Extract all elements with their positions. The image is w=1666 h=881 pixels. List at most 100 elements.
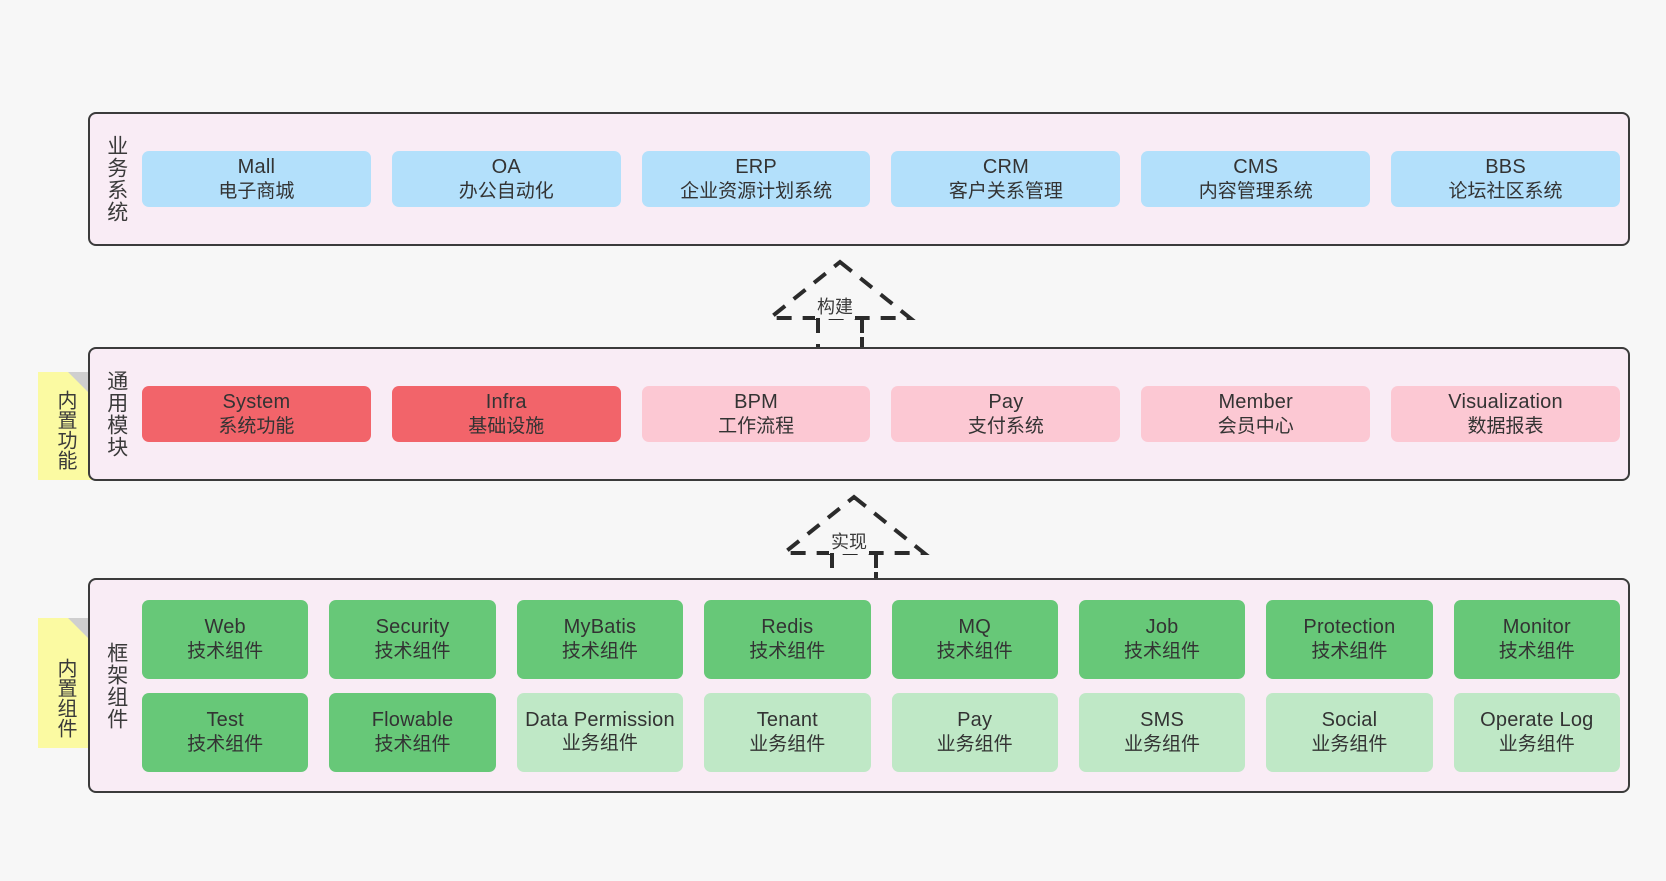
connector-label-implement: 实现: [829, 528, 869, 554]
layer-row: Test 技术组件 Flowable 技术组件 Data Permission …: [142, 692, 1620, 772]
node-system[interactable]: System 系统功能: [142, 386, 371, 442]
layer-common-modules: 通用模块 System 系统功能 Infra 基础设施 BPM 工作流程 Pay…: [88, 347, 1630, 481]
node-subtitle: 业务组件: [1311, 733, 1388, 755]
node-subtitle: 论坛社区系统: [1448, 180, 1563, 202]
node-data-permission[interactable]: Data Permission 业务组件: [516, 692, 684, 772]
node-pay[interactable]: Pay 支付系统: [891, 386, 1121, 442]
node-oa[interactable]: OA 办公自动化: [391, 151, 621, 207]
node-mall[interactable]: Mall 电子商城: [142, 151, 371, 207]
layer-framework-components: 框架组件 Web 技术组件 Security 技术组件 MyBatis 技术组件…: [88, 578, 1630, 793]
note-text: 内置组件: [54, 658, 76, 738]
node-subtitle: 业务组件: [561, 732, 638, 754]
layer-title-framework: 框架组件: [104, 641, 128, 730]
sticky-note-builtin-features: 内置功能: [38, 372, 92, 480]
node-mq[interactable]: MQ 技术组件: [891, 599, 1058, 679]
node-title: Mall: [237, 156, 276, 179]
layer-body-common: System 系统功能 Infra 基础设施 BPM 工作流程 Pay 支付系统…: [142, 349, 1628, 479]
node-title: Test: [206, 709, 244, 732]
node-infra[interactable]: Infra 基础设施: [391, 386, 621, 442]
node-mybatis[interactable]: MyBatis 技术组件: [516, 599, 684, 679]
node-protection[interactable]: Protection 技术组件: [1266, 599, 1433, 679]
node-subtitle: 技术组件: [187, 640, 264, 662]
node-subtitle: 技术组件: [374, 640, 451, 662]
connector-label-build: 构建: [815, 293, 855, 319]
node-operate-log[interactable]: Operate Log 业务组件: [1453, 692, 1620, 772]
node-title: CMS: [1233, 156, 1279, 179]
node-subtitle: 基础设施: [468, 415, 545, 437]
node-title: Redis: [761, 616, 814, 639]
node-title: MQ: [958, 616, 991, 639]
layer-row: Web 技术组件 Security 技术组件 MyBatis 技术组件 Redi…: [142, 599, 1620, 679]
node-subtitle: 数据报表: [1467, 415, 1544, 437]
node-subtitle: 企业资源计划系统: [680, 180, 833, 202]
node-title: System: [222, 391, 291, 414]
node-title: Pay: [988, 391, 1024, 414]
node-title: Social: [1321, 709, 1378, 732]
node-pay-business[interactable]: Pay 业务组件: [891, 692, 1058, 772]
node-subtitle: 业务组件: [1498, 733, 1575, 755]
layer-title-business: 业务系统: [104, 135, 128, 223]
node-title: BBS: [1485, 156, 1526, 179]
node-title: Flowable: [371, 709, 454, 732]
node-subtitle: 技术组件: [1498, 640, 1575, 662]
node-security[interactable]: Security 技术组件: [329, 599, 496, 679]
node-erp[interactable]: ERP 企业资源计划系统: [641, 151, 871, 207]
node-title: Tenant: [756, 709, 818, 732]
node-flowable[interactable]: Flowable 技术组件: [329, 692, 496, 772]
node-subtitle: 技术组件: [561, 640, 638, 662]
node-subtitle: 业务组件: [936, 733, 1013, 755]
node-subtitle: 内容管理系统: [1198, 180, 1313, 202]
node-bbs[interactable]: BBS 论坛社区系统: [1391, 151, 1620, 207]
sticky-note-builtin-components: 内置组件: [38, 618, 92, 748]
node-subtitle: 电子商城: [218, 180, 295, 202]
node-subtitle: 技术组件: [1311, 640, 1388, 662]
node-title: Monitor: [1502, 616, 1571, 639]
node-title: CRM: [982, 156, 1029, 179]
node-subtitle: 客户关系管理: [948, 180, 1063, 202]
node-job[interactable]: Job 技术组件: [1078, 599, 1246, 679]
layer-row: System 系统功能 Infra 基础设施 BPM 工作流程 Pay 支付系统…: [142, 386, 1620, 442]
node-redis[interactable]: Redis 技术组件: [704, 599, 871, 679]
node-subtitle: 技术组件: [936, 640, 1013, 662]
node-member[interactable]: Member 会员中心: [1141, 386, 1371, 442]
node-monitor[interactable]: Monitor 技术组件: [1453, 599, 1620, 679]
node-title: OA: [491, 156, 521, 179]
node-title: BPM: [734, 391, 779, 414]
node-title: MyBatis: [563, 616, 637, 639]
node-title: Infra: [485, 391, 527, 414]
node-title: ERP: [735, 156, 777, 179]
node-subtitle: 技术组件: [1124, 640, 1201, 662]
layer-row: Mall 电子商城 OA 办公自动化 ERP 企业资源计划系统 CRM 客户关系…: [142, 151, 1620, 207]
node-subtitle: 技术组件: [187, 733, 264, 755]
node-subtitle: 技术组件: [374, 733, 451, 755]
node-test[interactable]: Test 技术组件: [142, 692, 309, 772]
layer-body-business: Mall 电子商城 OA 办公自动化 ERP 企业资源计划系统 CRM 客户关系…: [142, 114, 1628, 244]
node-title: Web: [204, 616, 246, 639]
node-subtitle: 工作流程: [718, 415, 795, 437]
node-social[interactable]: Social 业务组件: [1266, 692, 1433, 772]
node-web[interactable]: Web 技术组件: [142, 599, 309, 679]
node-subtitle: 技术组件: [749, 640, 826, 662]
node-subtitle: 办公自动化: [458, 180, 554, 202]
node-bpm[interactable]: BPM 工作流程: [641, 386, 871, 442]
node-title: Operate Log: [1480, 709, 1594, 732]
node-crm[interactable]: CRM 客户关系管理: [891, 151, 1121, 207]
node-title: Job: [1145, 616, 1179, 639]
node-tenant[interactable]: Tenant 业务组件: [704, 692, 871, 772]
layer-business-systems: 业务系统 Mall 电子商城 OA 办公自动化 ERP 企业资源计划系统 CRM…: [88, 112, 1630, 246]
node-title: SMS: [1140, 709, 1185, 732]
node-title: Visualization: [1448, 391, 1563, 414]
node-visualization[interactable]: Visualization 数据报表: [1391, 386, 1620, 442]
node-title: Security: [375, 616, 450, 639]
node-title: Data Permission: [525, 709, 675, 732]
layer-title-common: 通用模块: [104, 370, 128, 458]
node-subtitle: 业务组件: [1124, 733, 1201, 755]
layer-body-framework: Web 技术组件 Security 技术组件 MyBatis 技术组件 Redi…: [142, 580, 1628, 791]
node-subtitle: 支付系统: [967, 415, 1044, 437]
node-title: Pay: [957, 709, 993, 732]
node-cms[interactable]: CMS 内容管理系统: [1141, 151, 1371, 207]
node-subtitle: 业务组件: [749, 733, 826, 755]
node-title: Member: [1218, 391, 1293, 414]
node-sms[interactable]: SMS 业务组件: [1078, 692, 1246, 772]
